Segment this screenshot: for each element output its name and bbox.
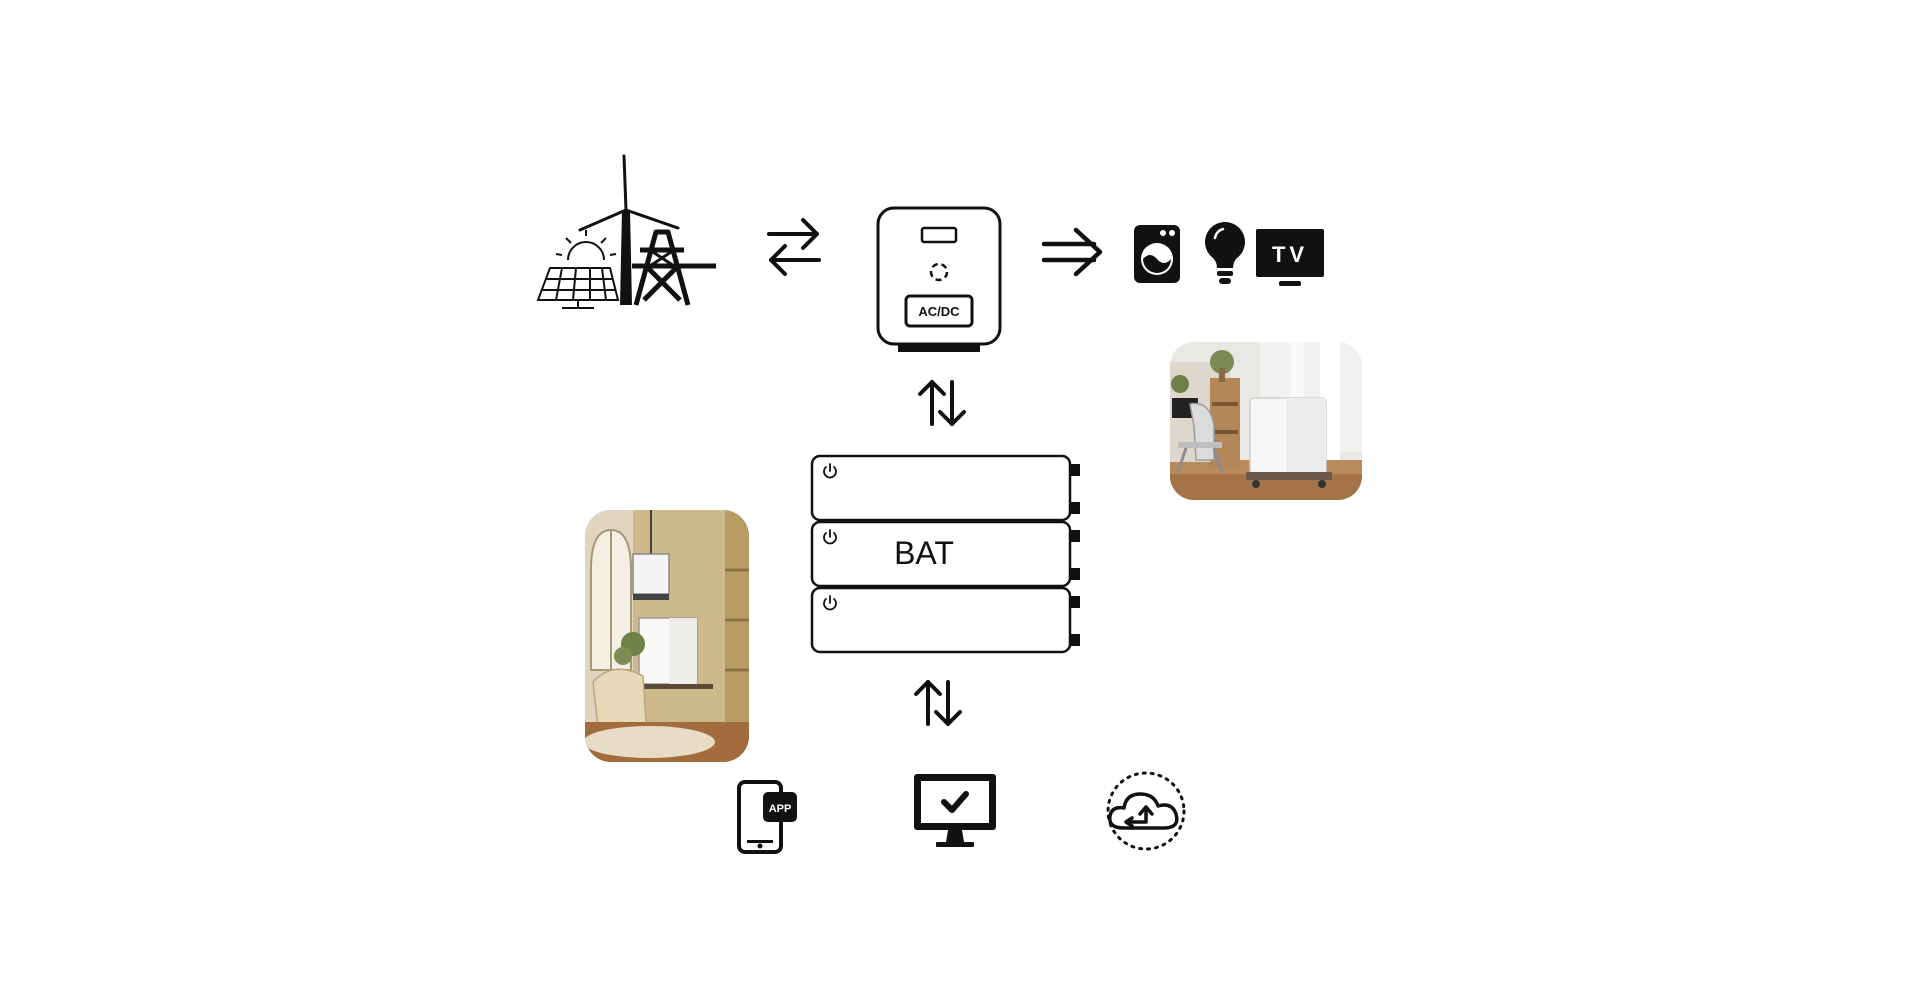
tv-icon: TV	[1256, 229, 1324, 286]
double-arrow-right-icon	[1041, 227, 1103, 277]
power-tower-icon	[632, 229, 716, 306]
recycle-icon	[929, 262, 949, 282]
bidirectional-arrow-icon	[767, 218, 821, 276]
app-label: APP	[769, 803, 792, 815]
light-bulb-icon	[1205, 222, 1245, 284]
tv-label: TV	[1272, 242, 1308, 267]
inverter-display-icon	[920, 226, 958, 244]
living-room-battery-photo	[585, 510, 749, 762]
battery-label: BAT	[894, 535, 954, 571]
wind-turbine-icon	[578, 154, 680, 305]
battery-module-3	[810, 586, 1080, 654]
power-icon	[823, 463, 837, 611]
solar-panel-icon	[536, 267, 620, 309]
energy-sources-group	[536, 154, 716, 309]
inverter-battery-arrow-icon	[918, 380, 966, 426]
inverter-label: AC/DC	[918, 304, 960, 319]
battery-monitoring-arrow-icon	[914, 680, 962, 726]
inverter-device: AC/DC	[876, 206, 1002, 352]
sun-icon	[555, 230, 617, 261]
monitor-check-icon	[914, 774, 996, 847]
battery-module-2	[810, 520, 1080, 588]
battery-stack: BAT	[810, 454, 1080, 654]
office-battery-photo	[1170, 342, 1362, 500]
battery-module-1	[810, 454, 1080, 522]
phone-app-icon: APP	[737, 780, 797, 854]
washing-machine-icon	[1134, 225, 1180, 283]
cloud-upload-icon	[1106, 771, 1186, 851]
